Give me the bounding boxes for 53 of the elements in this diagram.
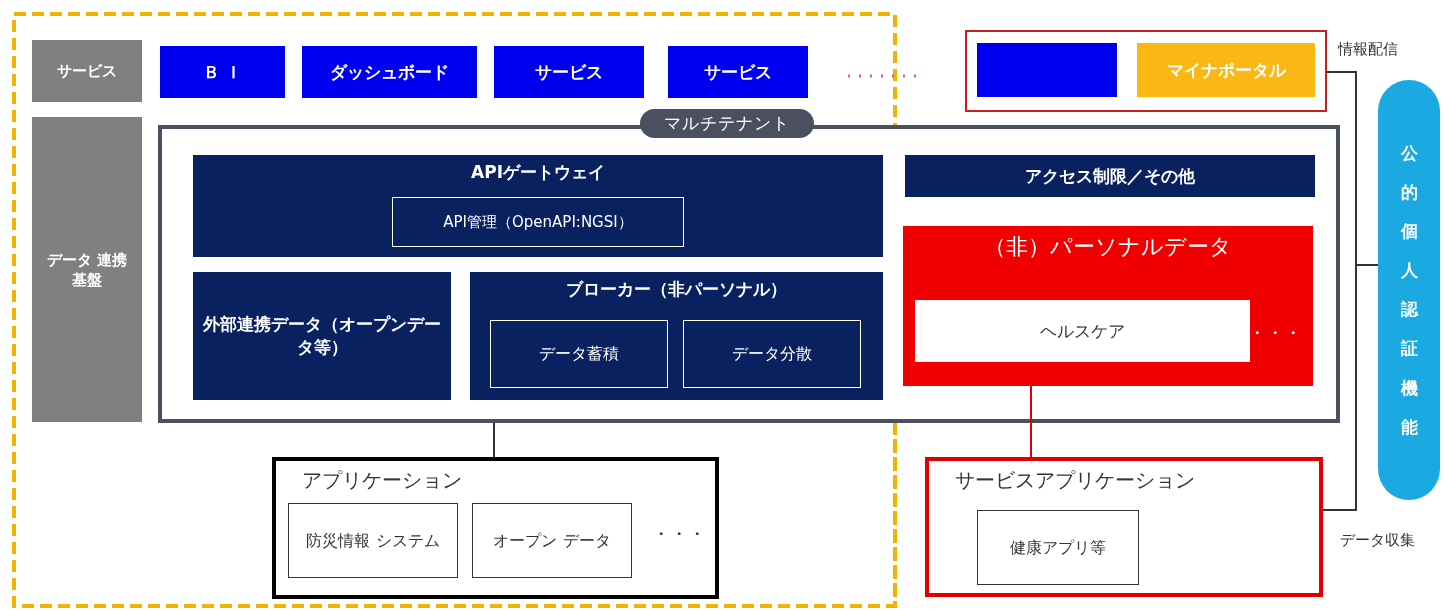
api-management-box: [392, 197, 684, 247]
service-box: [160, 46, 285, 98]
service-box: [494, 46, 644, 98]
connector-line: [493, 422, 495, 458]
ellipsis-text: ・・・: [652, 522, 706, 546]
platform-label: マルチテナント: [640, 109, 814, 138]
access-control-box: [905, 155, 1315, 197]
function-box: [490, 320, 668, 388]
data-category-box: [915, 300, 1250, 362]
annotation-text: データ収集: [1340, 531, 1415, 550]
node-label: サービス: [534, 60, 604, 84]
node-label: データ分散: [731, 343, 813, 365]
connector-line: [1030, 385, 1032, 458]
channel-group-box: [965, 30, 1327, 112]
application-box: [977, 510, 1139, 585]
application-box: [288, 503, 458, 578]
annotation-text: 情報配信: [1338, 40, 1398, 59]
node-label: オープン データ: [492, 529, 612, 552]
gateway-box: [193, 155, 883, 257]
application-group-box: [272, 457, 719, 599]
node-label: サービス: [56, 60, 118, 82]
node-label: サービスアプリケーション: [955, 467, 1195, 494]
node-label: アクセス制限／その他: [1024, 164, 1196, 188]
layer-label: [32, 117, 142, 422]
node-label: ヘルスケア: [1039, 319, 1126, 343]
node-label: APIゲートウェイ: [470, 161, 606, 184]
application-group-box: [925, 457, 1323, 597]
broker-box: [470, 272, 883, 400]
channel-box: [977, 43, 1117, 97]
layer-label: [32, 40, 142, 102]
node-label: ブローカー（非パーソナル）: [565, 278, 788, 301]
node-label: Ｂ Ｉ: [201, 60, 244, 84]
node-label: API管理（OpenAPI:NGSI）: [442, 211, 634, 233]
function-box: [683, 320, 861, 388]
node-label: ダッシュボード: [329, 60, 450, 84]
external-data-box: [193, 272, 451, 400]
node-label: 外部連携データ（オープンデータ等）: [202, 313, 442, 359]
portal-box: [1137, 43, 1315, 97]
node-label: 防災情報 システム: [305, 529, 441, 552]
connector-line: [1322, 264, 1379, 511]
service-box: [302, 46, 477, 98]
personal-data-box: [903, 226, 1313, 386]
ellipsis-text: ・・・: [1248, 321, 1302, 345]
node-label: 公的個人認証機能: [1399, 141, 1419, 439]
node-label: データ 連携基盤: [45, 249, 129, 290]
node-label: データ蓄積: [538, 343, 620, 365]
service-box: [668, 46, 808, 98]
application-box: [472, 503, 632, 578]
node-label: アプリケーション: [302, 467, 462, 494]
node-label: サービス: [703, 60, 773, 84]
node-label: 健康アプリ等: [1009, 536, 1107, 559]
node-label: マイナポータル: [1165, 58, 1287, 82]
node-label: （非）パーソナルデータ: [983, 233, 1233, 261]
